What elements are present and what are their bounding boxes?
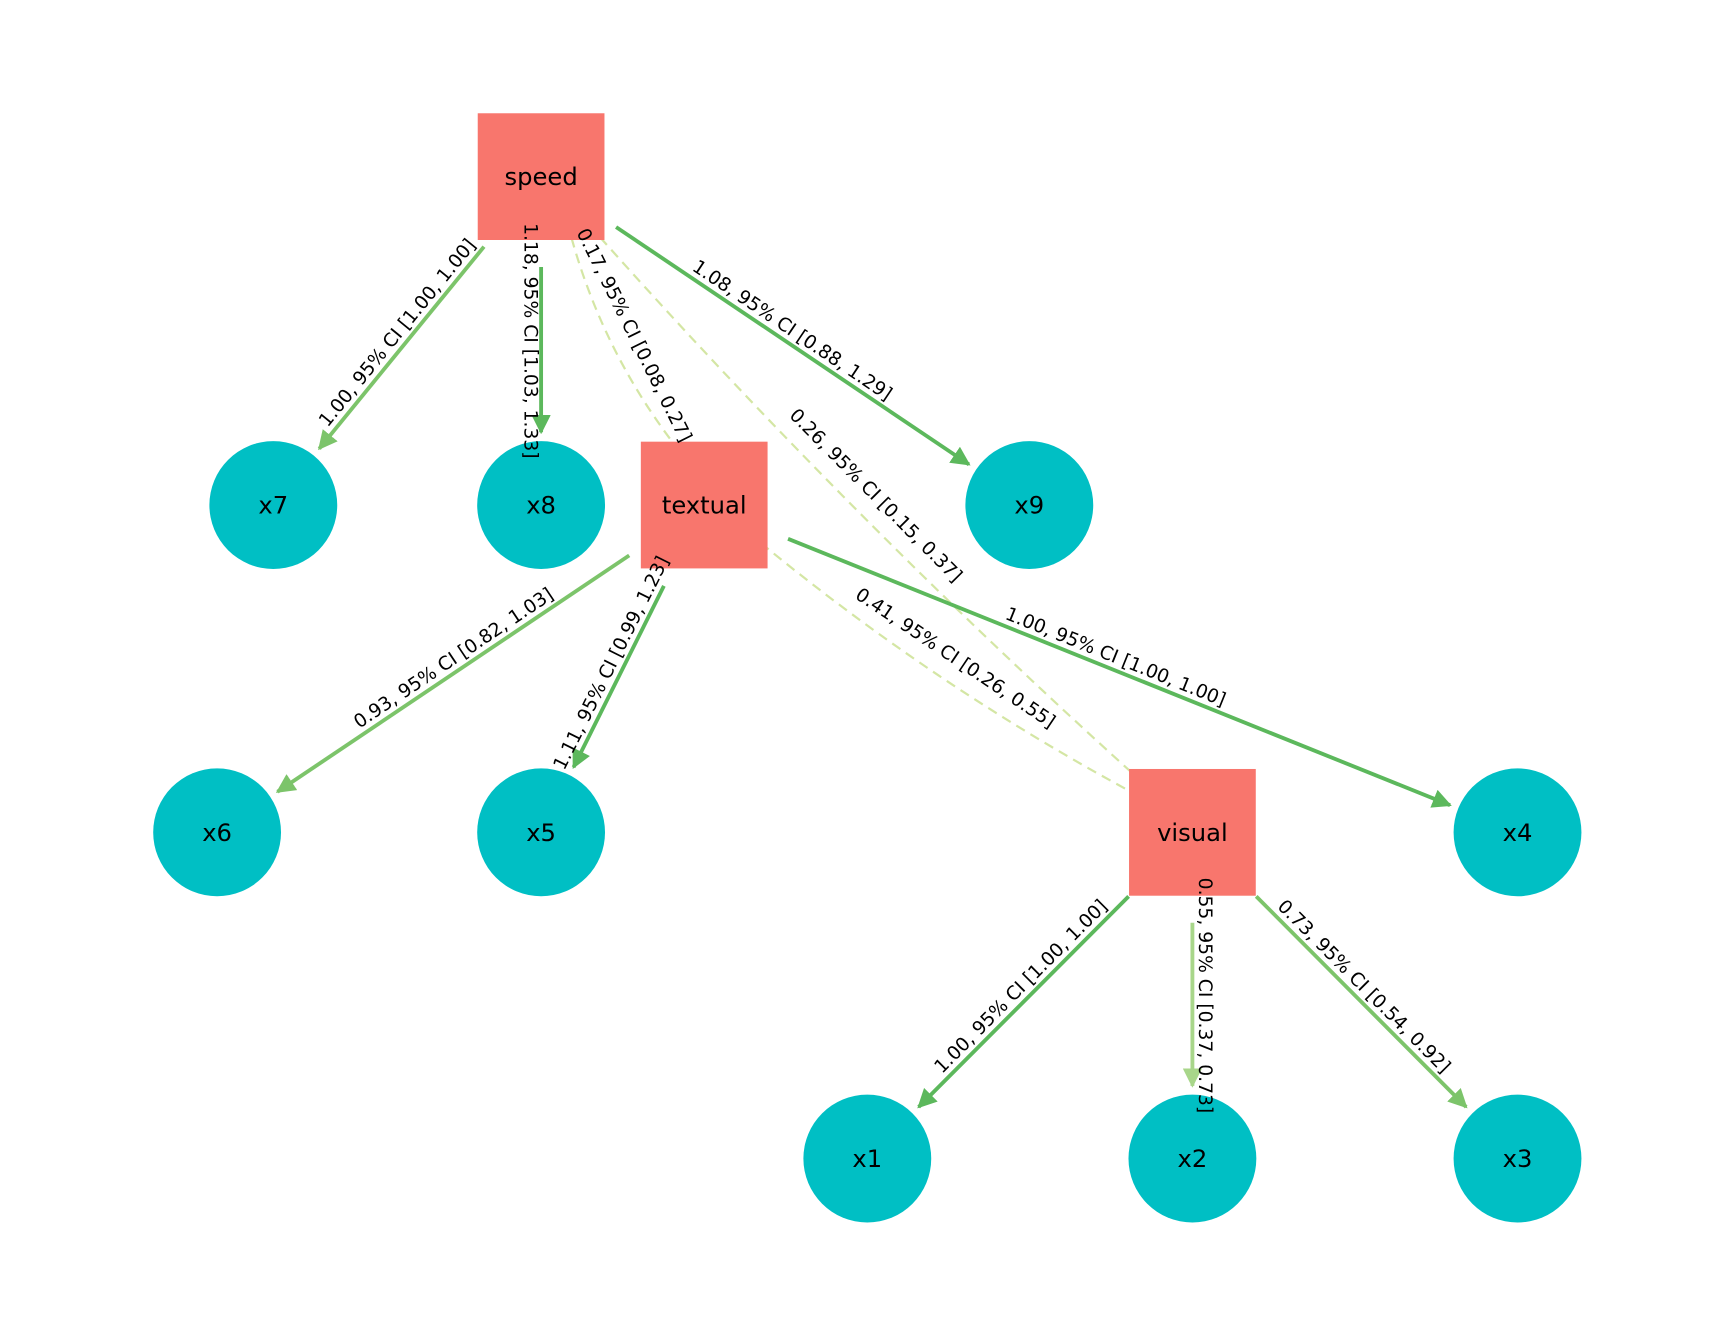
edge-label: 0.55, 95% CI [0.37, 0.73] xyxy=(1194,878,1215,1114)
observed-node-shape xyxy=(477,768,606,897)
edge-visual-x3 xyxy=(1254,894,1468,1109)
latent-node-shape xyxy=(477,113,605,240)
observed-node-shape xyxy=(1128,1094,1257,1223)
edge-speed-textual xyxy=(570,237,675,445)
observed-node-shape xyxy=(477,441,606,569)
node-speed: speed xyxy=(477,113,605,240)
node-label: x8 xyxy=(526,491,556,520)
edge-label: 1.18, 95% CI [1.03, 1.33] xyxy=(520,223,541,459)
node-x5: x5 xyxy=(477,768,606,897)
node-label: x3 xyxy=(1503,1144,1533,1173)
node-label: x6 xyxy=(202,818,232,847)
node-label: visual xyxy=(1157,818,1228,847)
edge-label: 0.17, 95% CI [0.08, 0.27] xyxy=(572,225,696,445)
edge-label: 0.26, 95% CI [0.15, 0.37] xyxy=(785,405,966,587)
edge-label: 1.00, 95% CI [1.00, 1.00] xyxy=(315,235,480,431)
edge-speed-x7 xyxy=(317,245,486,451)
edge-label: 1.11, 95% CI [0.99, 1.23] xyxy=(550,553,674,773)
edge-textual-visual xyxy=(760,542,1137,796)
edge-label: 0.73, 95% CI [0.54, 0.92] xyxy=(1273,896,1454,1078)
node-label: x5 xyxy=(526,818,556,847)
edge-textual-x5 xyxy=(571,585,666,769)
node-label: x4 xyxy=(1503,818,1533,847)
node-x2: x2 xyxy=(1128,1094,1257,1223)
observed-node-shape xyxy=(803,1094,932,1223)
latent-node-shape xyxy=(640,441,768,569)
observed-node-shape xyxy=(209,441,338,569)
observed-node-shape xyxy=(965,441,1094,569)
edge-label: 1.00, 95% CI [1.00, 1.00] xyxy=(1002,604,1228,711)
node-label: speed xyxy=(504,162,577,191)
edge-label: 0.93, 95% CI [0.82, 1.03] xyxy=(350,584,557,733)
edge-label: 1.08, 95% CI [0.88, 1.29] xyxy=(688,256,895,405)
node-x7: x7 xyxy=(209,441,338,569)
node-label: x9 xyxy=(1014,491,1044,520)
edge-label: 1.00, 95% CI [1.00, 1.00] xyxy=(931,896,1112,1078)
edge-speed-x9 xyxy=(615,225,971,467)
edges-layer xyxy=(275,224,1468,1109)
node-x8: x8 xyxy=(477,441,606,569)
edge-textual-x6 xyxy=(275,553,631,794)
node-visual: visual xyxy=(1129,768,1256,896)
nodes-layer: speed textual visual x7 x8 x9 x6 x5 x4 x1 x2 x3 xyxy=(153,113,1582,1223)
edge-visual-x1 xyxy=(917,894,1130,1109)
node-x9: x9 xyxy=(965,441,1094,569)
node-x4: x4 xyxy=(1453,768,1582,897)
node-x6: x6 xyxy=(153,768,282,897)
node-label: x7 xyxy=(258,491,288,520)
observed-node-shape xyxy=(153,768,282,897)
edge-textual-x4 xyxy=(787,536,1452,808)
edge-labels-layer: 1.00, 95% CI [1.00, 1.00] 1.18, 95% CI [1… xyxy=(315,223,1454,1113)
node-label: x1 xyxy=(852,1144,882,1173)
observed-node-shape xyxy=(1453,1094,1582,1223)
node-x3: x3 xyxy=(1453,1094,1582,1223)
node-label: x2 xyxy=(1178,1144,1208,1173)
observed-node-shape xyxy=(1453,768,1582,897)
node-x1: x1 xyxy=(803,1094,932,1223)
node-textual: textual xyxy=(640,441,768,569)
node-label: textual xyxy=(662,491,747,520)
latent-node-shape xyxy=(1129,768,1256,896)
